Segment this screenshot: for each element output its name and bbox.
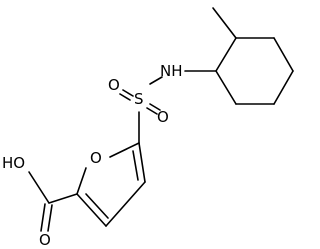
bond-ring-c3-c4	[273, 70, 294, 105]
bond-furan-c2-c3-inner	[85, 193, 109, 219]
sulfonyl-oxygen-left-label: O	[108, 76, 120, 94]
bond-furan-c4-c5	[138, 142, 146, 183]
furan-oxygen-label: O	[90, 149, 102, 167]
sulfonyl-oxygen-right-label: O	[157, 108, 169, 126]
furan-ring	[76, 142, 146, 227]
bond-ring-c6-c1	[215, 37, 237, 72]
bond-ring-c5-c6	[215, 70, 237, 105]
bond-s-o-left-b	[119, 93, 131, 101]
bond-acid-carbon-oh	[28, 171, 50, 204]
bond-nh-s	[149, 76, 163, 85]
carbonyl-oxygen-label: O	[39, 231, 51, 249]
bond-furan-c5-o	[109, 142, 140, 158]
bond-ring-c2-c3	[273, 37, 294, 72]
bond-c2-acid-carbon	[48, 193, 78, 204]
bond-furan-c4-c5-inner	[132, 150, 139, 181]
hydroxyl-label: HO	[2, 154, 25, 172]
bond-acid-co-b	[47, 204, 53, 232]
amine-nh-label: NH	[160, 62, 183, 80]
bond-methyl	[212, 7, 237, 39]
sulfur-label: S	[134, 90, 144, 108]
bond-s-o-left-a	[122, 89, 134, 97]
chemical-structure: NH S O O O HO O	[2, 7, 294, 249]
cyclohexane-ring	[215, 37, 294, 105]
bond-acid-co-a	[40, 203, 46, 232]
bond-furan-c3-c4	[105, 181, 146, 227]
bond-furan-o-c2	[76, 167, 87, 195]
bond-s-o-right-b	[149, 103, 161, 111]
bond-furan-c2-c3	[76, 193, 107, 227]
carboxylic-acid-group	[28, 171, 78, 232]
bond-s-o-right-a	[146, 107, 158, 115]
